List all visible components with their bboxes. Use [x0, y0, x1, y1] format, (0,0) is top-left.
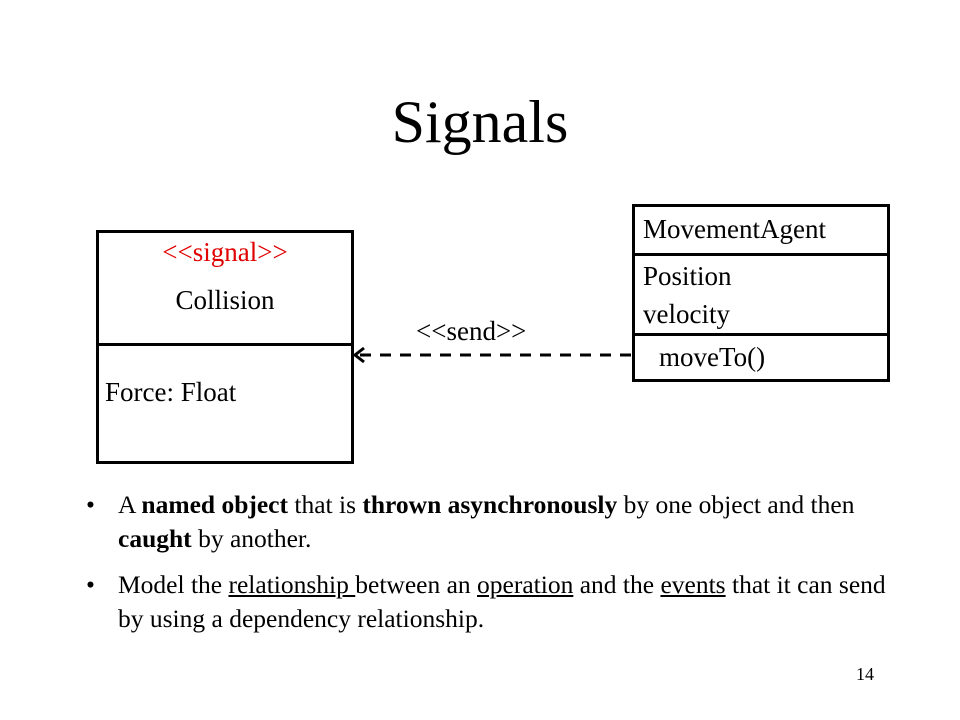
dependency-arrowhead: [352, 346, 365, 364]
slide-title: Signals: [391, 89, 569, 155]
signal-class-name: Collision: [175, 285, 275, 315]
bullet-segment: A: [118, 490, 142, 519]
bullet-text-2: Model the relationship between an operat…: [118, 570, 886, 633]
bullet-segment: by one object and then: [617, 490, 855, 519]
bullet-segment: thrown asynchronously: [362, 490, 618, 519]
collision-signal-class: <<signal>> Collision Force: Float: [96, 230, 354, 464]
bullet-segment: named object: [141, 490, 288, 519]
agent-attribute-position: Position: [643, 261, 732, 291]
bullet-segment: Model the: [118, 570, 229, 599]
agent-divider-top: [635, 253, 887, 256]
send-dependency-label: <<send>>: [416, 316, 527, 346]
signal-attribute: Force: Float: [105, 377, 237, 407]
bullet-segment: that it can send by using a dependency r…: [118, 570, 886, 633]
agent-divider-bottom: [635, 333, 887, 336]
bullet-item: • A named object that is thrown asynchro…: [86, 488, 906, 556]
agent-attribute-velocity: velocity: [643, 299, 730, 329]
movement-agent-class: MovementAgent Position velocity moveTo(): [632, 204, 890, 382]
bullet-segment: and the: [573, 570, 661, 599]
bullet-segment: that is: [288, 490, 363, 519]
agent-class-name: MovementAgent: [643, 214, 826, 244]
send-dependency-arrow: [352, 346, 635, 364]
bullet-segment: caught: [118, 524, 192, 553]
bullet-list: • A named object that is thrown asynchro…: [86, 488, 906, 648]
bullet-segment: relationship: [228, 570, 356, 599]
bullet-text-1: A named object that is thrown asynchrono…: [118, 490, 854, 553]
signal-divider: [99, 343, 351, 346]
agent-operation: moveTo(): [659, 342, 766, 372]
signal-stereotype: <<signal>>: [162, 237, 288, 267]
bullet-item: • Model the relationship between an oper…: [86, 568, 906, 636]
bullet-segment: operation: [477, 570, 574, 599]
bullet-dot: •: [86, 490, 95, 519]
bullet-segment: events: [660, 570, 726, 599]
bullet-dot: •: [86, 570, 95, 599]
bullet-segment: by another.: [191, 524, 312, 553]
bullet-segment: between an: [355, 570, 478, 599]
page-number: 14: [856, 664, 874, 684]
